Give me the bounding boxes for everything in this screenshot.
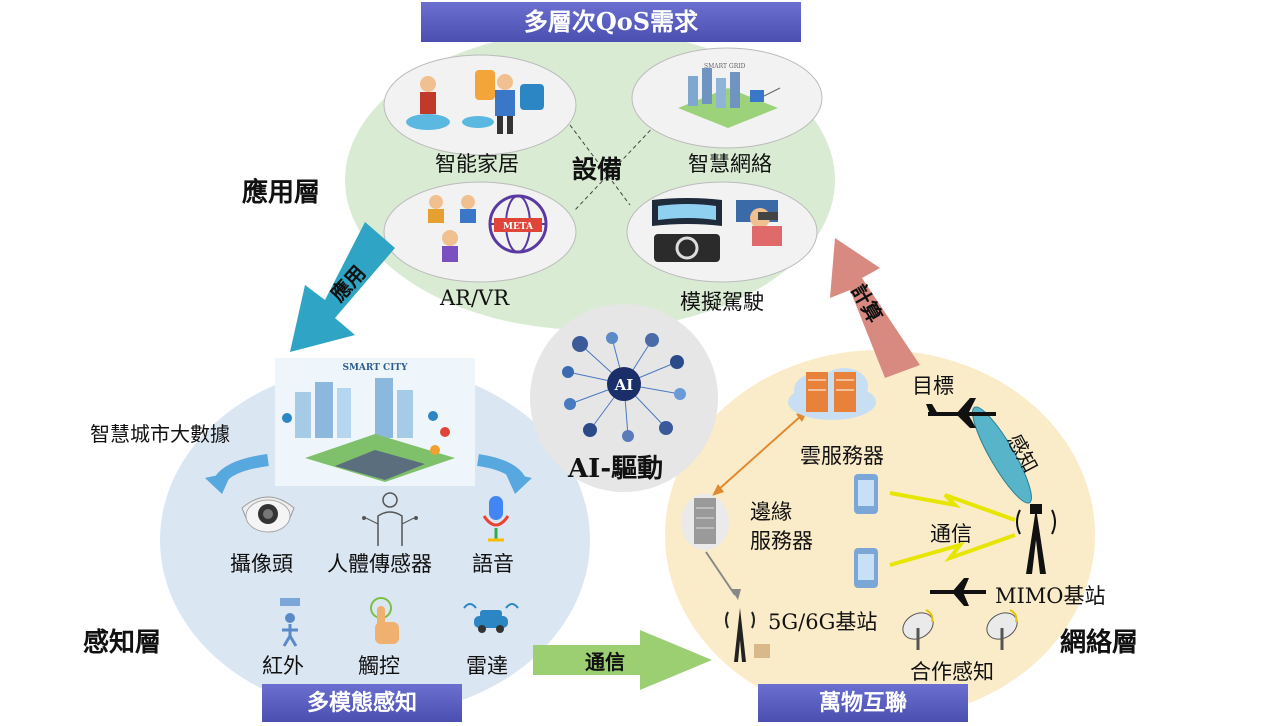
radar-label: 雷達 xyxy=(466,654,508,678)
sim-driving-label: 模擬駕駛 xyxy=(680,290,764,314)
camera-icon xyxy=(241,496,295,533)
perception-layer-label: 感知層 xyxy=(83,628,162,658)
edge-server-icon xyxy=(681,494,729,550)
satellite-dish-right-icon xyxy=(986,609,1018,650)
ar-vr-label: AR/VR xyxy=(440,286,510,310)
communicate-arrow-label: 通信 xyxy=(585,650,625,674)
ai-driven-label: AI-驅動 xyxy=(568,454,664,484)
body-sensor-label: 人體傳感器 xyxy=(327,552,432,576)
sim-driving-icon xyxy=(652,198,782,262)
microphone-icon xyxy=(482,496,510,542)
smart-grid-label: 智慧網絡 xyxy=(688,152,772,176)
phone-upper-icon xyxy=(854,474,878,514)
infrared-sensor-icon xyxy=(280,598,300,647)
ai-badge: AI xyxy=(614,376,634,394)
smart-grid-icon: SMART GRID xyxy=(678,63,781,128)
devices-label: 設備 xyxy=(572,155,623,184)
camera-label: 攝像頭 xyxy=(230,552,293,576)
comm-lightning-upper xyxy=(889,491,1016,522)
mimo-label: MIMO基站 xyxy=(995,584,1106,608)
compute-arrow xyxy=(830,238,920,378)
ai-network-icon: AI xyxy=(562,332,686,442)
target-plane-icon xyxy=(926,398,996,428)
smart-city-caption: SMART CITY xyxy=(342,363,408,373)
city-data-label: 智慧城市大數據 xyxy=(90,422,230,446)
network-layer-label: 網絡層 xyxy=(1060,628,1139,658)
apply-arrow xyxy=(290,222,395,352)
iot-banner: 萬物互聯 xyxy=(758,684,968,722)
infrared-label: 紅外 xyxy=(262,654,304,678)
touch-label: 觸控 xyxy=(358,654,400,678)
base-station-tower-icon xyxy=(725,608,770,662)
communication-label: 通信 xyxy=(930,522,972,546)
cloud-server-label: 雲服務器 xyxy=(800,444,884,468)
mimo-plane-icon xyxy=(930,578,986,606)
meta-badge: META xyxy=(503,222,534,232)
multimodal-banner: 多模態感知 xyxy=(262,684,462,722)
target-label: 目標 xyxy=(912,374,954,398)
qos-banner: 多層次QoS需求 xyxy=(421,2,801,42)
smart-city-icon: SMART CITY xyxy=(275,358,475,486)
communicate-arrow xyxy=(533,630,712,690)
base-station-label: 5G/6G基站 xyxy=(768,610,878,634)
smart-grid-caption: SMART GRID xyxy=(704,63,746,70)
application-layer-label: 應用層 xyxy=(242,178,321,208)
touch-icon xyxy=(370,597,399,644)
satellite-dish-left-icon xyxy=(902,609,934,650)
edge-server-label-line2: 服務器 xyxy=(750,529,813,553)
phone-lower-icon xyxy=(854,548,878,588)
mimo-tower-icon xyxy=(1016,504,1056,574)
smart-home-label: 智能家居 xyxy=(435,152,519,176)
edge-server-label-line1: 邊緣 xyxy=(750,500,792,524)
comm-lightning-lower xyxy=(889,533,1016,567)
coop-sensing-label: 合作感知 xyxy=(910,660,994,684)
smart-home-icon xyxy=(406,70,544,134)
radar-car-icon xyxy=(463,603,519,633)
ar-vr-icon: META xyxy=(428,194,548,262)
body-sensor-icon xyxy=(362,492,418,546)
voice-label: 語音 xyxy=(472,552,514,576)
cloud-server-icon xyxy=(788,368,876,420)
sensing-beam xyxy=(972,406,1032,504)
